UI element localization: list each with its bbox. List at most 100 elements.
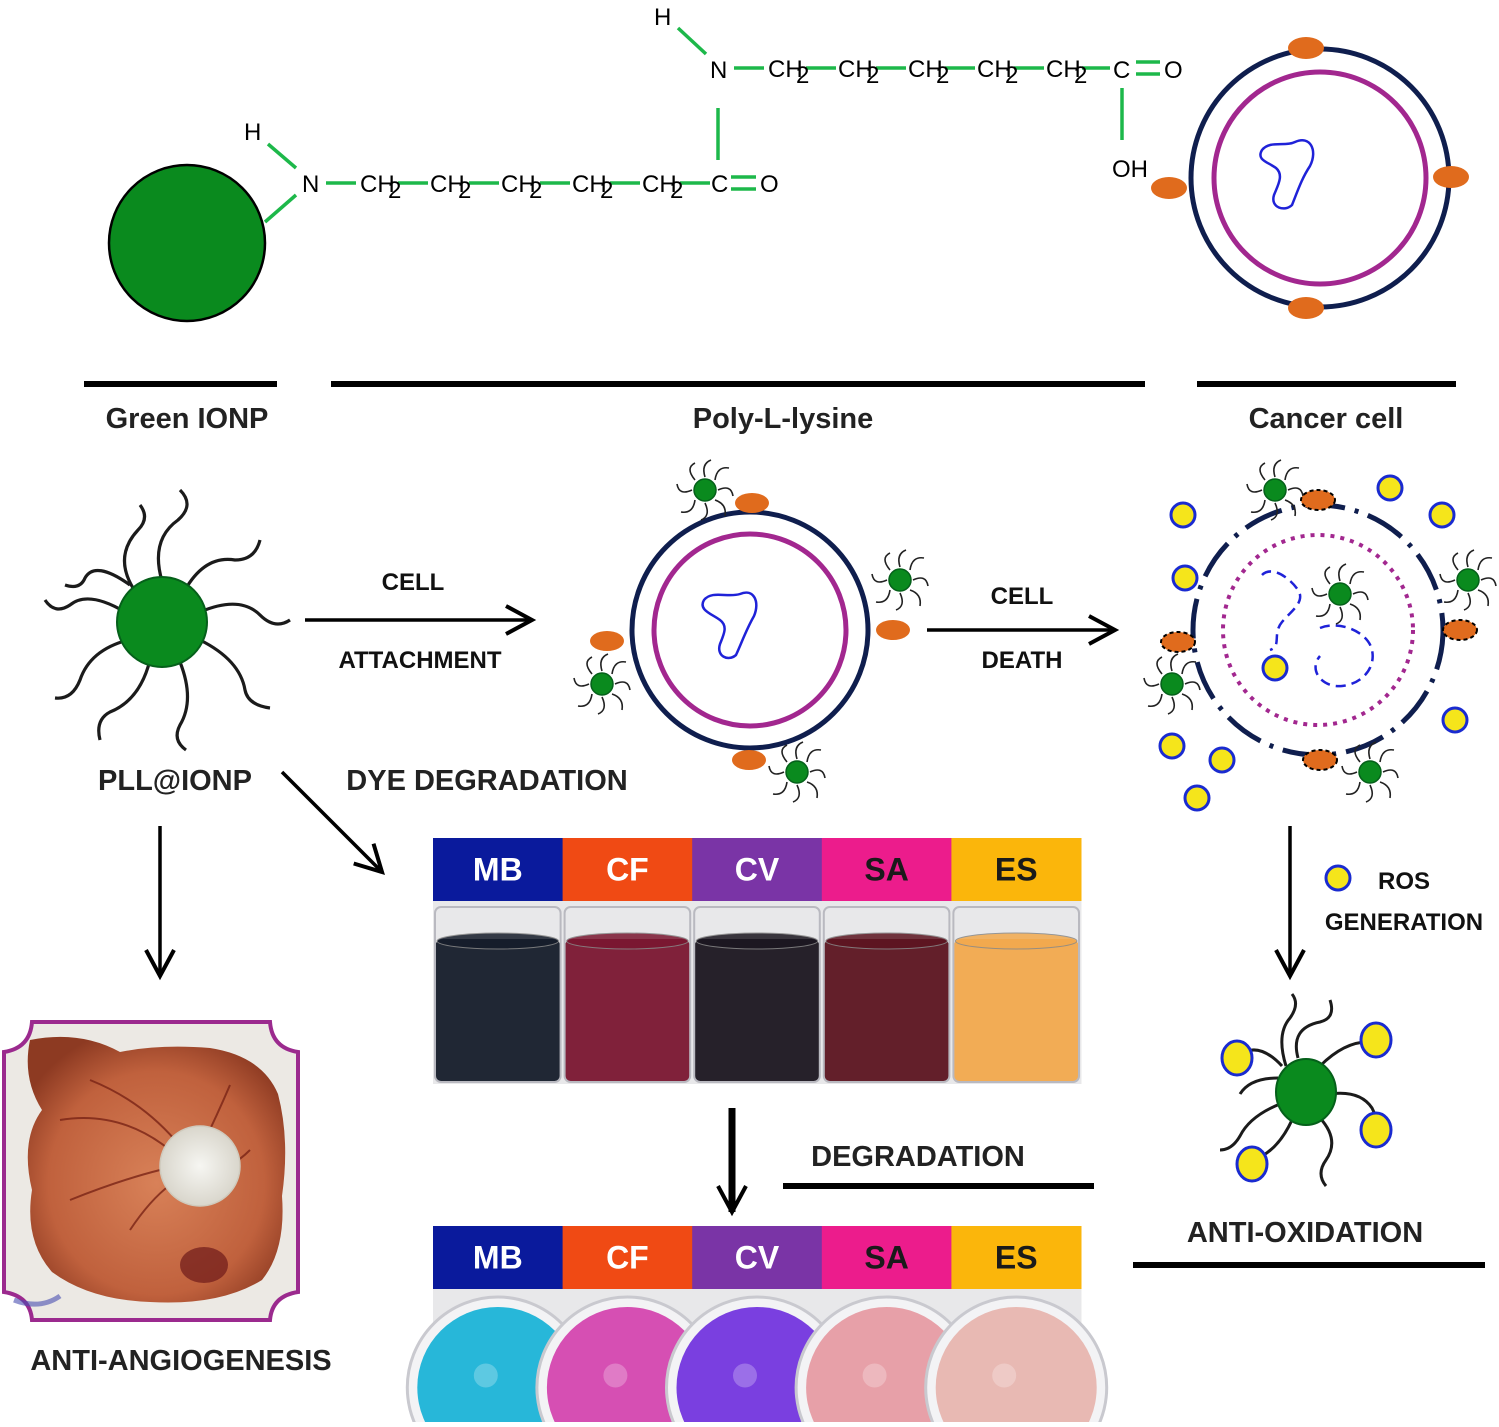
receptor-icon [1302, 749, 1338, 771]
c-atom: C [711, 171, 728, 198]
green-ionp-sphere [107, 163, 267, 323]
receptor-icon [1442, 619, 1478, 641]
vial-liquid [823, 939, 950, 1082]
caption-poly-l-lysine: Poly-L-lysine [693, 403, 874, 435]
svg-text:CH: CH [642, 171, 677, 198]
dye-label: MB [473, 1240, 523, 1276]
pll-ionp-particle [43, 488, 291, 752]
mini-nanoparticle-icon [573, 653, 631, 715]
dye-column-es: ES [924, 1226, 1109, 1427]
ch2-group: CH2 [642, 171, 683, 204]
mini-nanoparticle-icon [768, 741, 826, 803]
mini-nanoparticle-icon [871, 549, 929, 611]
label-cell-attachment-1: CELL [382, 569, 445, 596]
ros-icon [1428, 501, 1456, 529]
dye-column-mb: MB [433, 838, 564, 1084]
dye-label: MB [473, 852, 523, 888]
receptor-icon [1151, 177, 1187, 199]
c-atom: C [1113, 57, 1130, 84]
dye-label: SA [864, 1240, 908, 1276]
label-generation: GENERATION [1325, 909, 1483, 936]
vial-meniscus [566, 932, 689, 950]
well-glare [603, 1363, 628, 1388]
well-glare [733, 1363, 757, 1388]
label-anti-angiogenesis: ANTI-ANGIOGENESIS [30, 1345, 331, 1377]
dye-column-cf: CF [562, 838, 693, 1084]
dye-header [562, 1226, 693, 1289]
well-glare [473, 1363, 498, 1388]
receptor-icon [1160, 631, 1196, 653]
well-glare [992, 1363, 1017, 1388]
ros-icon [1171, 564, 1199, 592]
dye-header [433, 838, 564, 901]
dye-label: ES [995, 1240, 1038, 1276]
label-cell-death-1: CELL [991, 583, 1054, 610]
ros-icon [1261, 654, 1289, 682]
svg-text:CH: CH [360, 171, 395, 198]
ros-icon [1441, 706, 1469, 734]
svg-text:2: 2 [1074, 62, 1087, 89]
dye-header [692, 1226, 823, 1289]
ch2-group: CH2 [1046, 56, 1087, 89]
cell-with-nanoparticles [573, 459, 929, 803]
cancer-cell-top [1151, 37, 1469, 319]
svg-text:2: 2 [1005, 62, 1018, 89]
svg-text:2: 2 [866, 62, 879, 89]
receptor-icon [732, 750, 766, 770]
dye-label: CF [606, 852, 649, 888]
vial-liquid [435, 939, 561, 1082]
vial-meniscus [954, 932, 1078, 950]
nucleus-icon [701, 591, 758, 660]
ros-icon [1235, 1145, 1269, 1183]
svg-text:2: 2 [388, 177, 401, 204]
anti-oxidation-particle [1219, 993, 1393, 1187]
dye-label: CV [735, 852, 780, 888]
ros-icon [1183, 784, 1211, 812]
ch2-group: CH2 [430, 171, 471, 204]
svg-text:2: 2 [458, 177, 471, 204]
ros-icon [1376, 474, 1404, 502]
svg-text:2: 2 [529, 177, 542, 204]
caption-green-ionp: Green IONP [106, 403, 269, 435]
svg-text:CH: CH [768, 56, 803, 83]
dye-header [951, 1226, 1082, 1289]
ch2-group: CH2 [838, 56, 879, 89]
h-atom: H [244, 119, 261, 146]
svg-text:CH: CH [908, 56, 943, 83]
vial-glass [693, 906, 821, 1083]
dye-label: ES [995, 852, 1038, 888]
dye-header [562, 838, 693, 901]
svg-text:CH: CH [501, 171, 536, 198]
o-atom: O [760, 171, 779, 198]
nucleus-icon [1259, 139, 1315, 210]
well-liquid [935, 1307, 1097, 1427]
vial-meniscus [436, 932, 560, 950]
vial-glass [563, 906, 692, 1083]
ros-icon [1208, 746, 1236, 774]
cam-assay-image [1, 1020, 300, 1322]
ros-particles [1158, 474, 1469, 812]
pll-chain-lower [263, 108, 756, 224]
dye-header [433, 1226, 564, 1289]
dye-header [951, 838, 1082, 901]
dye-column-cv: CV [692, 838, 823, 1084]
svg-text:2: 2 [670, 177, 683, 204]
ros-legend-icon [1324, 864, 1352, 892]
dye-degradation-arrow [280, 770, 385, 875]
pll-chain-upper [676, 26, 1160, 140]
receptor-icon [1300, 489, 1336, 511]
receptor-icon [1288, 37, 1324, 59]
dye-header [821, 1226, 952, 1289]
vial-liquid [694, 939, 820, 1082]
vial-meniscus [825, 932, 948, 950]
ros-icon [1169, 501, 1197, 529]
ch2-group: CH2 [768, 56, 809, 89]
mini-nanoparticle-icon [1439, 549, 1497, 611]
pll-chain-upper-labels: H N CH2 CH2 CH2 CH2 CH2 C O OH [654, 4, 1183, 183]
ros-icon [1158, 732, 1186, 760]
fragmented-nucleus-icon [1314, 624, 1374, 688]
n-atom: N [302, 171, 319, 198]
